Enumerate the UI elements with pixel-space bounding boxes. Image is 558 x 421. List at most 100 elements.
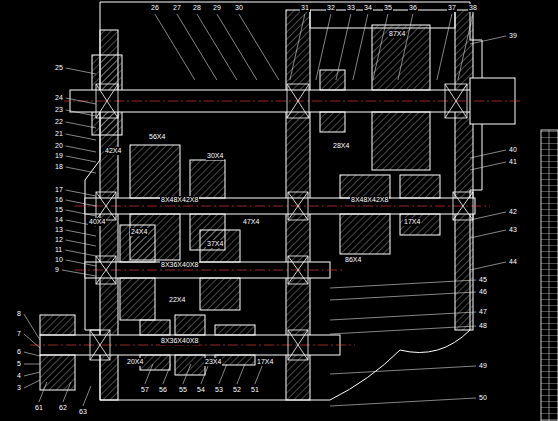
leader-line — [470, 162, 506, 170]
callout-number: 25 — [54, 64, 64, 72]
callout-number: 54 — [196, 386, 206, 394]
leader-line — [237, 364, 245, 384]
leader-line — [437, 14, 452, 80]
callout-number: 37 — [447, 4, 457, 12]
gear-label: 20X4 — [126, 358, 144, 366]
gear-label: 8X48X42X8 — [160, 196, 199, 204]
leader-line — [24, 372, 40, 376]
callout-number: 29 — [212, 4, 222, 12]
callout-number: 46 — [478, 288, 488, 296]
callout-number: 44 — [508, 258, 518, 266]
shafts — [40, 78, 515, 355]
callout-number: 27 — [172, 4, 182, 12]
gear-label: 17X4 — [256, 358, 274, 366]
callout-number: 17 — [54, 186, 64, 194]
leader-line — [24, 364, 40, 365]
gear-label: 87X4 — [388, 30, 406, 38]
leader-line — [39, 382, 47, 402]
gear-label: 30X4 — [206, 152, 224, 160]
callout-number: 21 — [54, 130, 64, 138]
leader-line — [239, 14, 279, 80]
gear-label: 8X36X40X8 — [160, 261, 199, 269]
callout-number: 6 — [16, 348, 22, 356]
leader-line — [155, 14, 195, 80]
leader-line — [66, 260, 96, 266]
leader-line — [219, 364, 227, 384]
callout-number: 28 — [192, 4, 202, 12]
leader-line — [83, 386, 91, 406]
leader-line — [373, 14, 388, 80]
callout-number: 53 — [214, 386, 224, 394]
leader-line — [330, 366, 476, 374]
callout-number: 52 — [232, 386, 242, 394]
callout-number: 33 — [346, 4, 356, 12]
leader-line — [66, 110, 96, 116]
gear-label: 86X4 — [344, 256, 362, 264]
leader-line — [197, 14, 237, 80]
gears — [40, 25, 440, 390]
leader-line — [183, 364, 191, 384]
callout-number: 26 — [150, 4, 160, 12]
callout-number: 55 — [178, 386, 188, 394]
callout-number: 22 — [54, 118, 64, 126]
callout-number: 40 — [508, 146, 518, 154]
callout-number: 36 — [408, 4, 418, 12]
callout-number: 49 — [478, 362, 488, 370]
center-lines — [30, 101, 520, 345]
callout-number: 63 — [78, 408, 88, 416]
callout-number: 23 — [54, 106, 64, 114]
callout-number: 7 — [16, 330, 22, 338]
callout-number: 41 — [508, 158, 518, 166]
leader-line — [330, 280, 476, 288]
callout-number: 19 — [54, 152, 64, 160]
leader-line — [336, 14, 351, 80]
callout-number: 15 — [54, 206, 64, 214]
callout-number: 45 — [478, 276, 488, 284]
callout-number: 30 — [234, 4, 244, 12]
callout-number: 57 — [140, 386, 150, 394]
callout-number: 5 — [16, 360, 22, 368]
leader-line — [66, 134, 96, 140]
leader-line — [255, 364, 263, 384]
leader-line — [66, 98, 96, 104]
leader-line — [24, 334, 40, 348]
leader-line — [24, 380, 40, 388]
leader-line — [217, 14, 257, 80]
callout-number: 51 — [250, 386, 260, 394]
leader-line — [163, 364, 171, 384]
leader-line — [398, 14, 413, 80]
callout-number: 31 — [300, 4, 310, 12]
leader-lines — [24, 14, 506, 406]
gear-label: 8X48X42X8 — [350, 196, 389, 204]
gear-label: 47X4 — [242, 218, 260, 226]
gear-label: 40X4 — [88, 218, 106, 226]
callout-number: 8 — [16, 310, 22, 318]
leader-line — [24, 352, 40, 356]
leader-line — [470, 36, 506, 44]
gear-label: 8X36X40X8 — [160, 337, 199, 345]
callout-number: 32 — [326, 4, 336, 12]
leader-line — [458, 14, 473, 80]
callout-number: 34 — [363, 4, 373, 12]
leader-line — [330, 292, 476, 300]
leader-line — [66, 240, 96, 246]
callout-number: 16 — [54, 196, 64, 204]
callout-number: 35 — [383, 4, 393, 12]
gear-label: 17X4 — [403, 218, 421, 226]
callout-number: 10 — [54, 256, 64, 264]
leader-line — [290, 14, 305, 80]
callout-number: 56 — [158, 386, 168, 394]
leader-line — [66, 230, 96, 236]
leader-line — [66, 122, 96, 128]
callout-number: 62 — [58, 404, 68, 412]
gear-label: 37X4 — [206, 240, 224, 248]
callout-number: 20 — [54, 142, 64, 150]
gear-label: 23X4 — [204, 358, 222, 366]
bearings — [90, 84, 473, 360]
leader-line — [145, 364, 153, 384]
callout-number: 4 — [16, 372, 22, 380]
leader-line — [201, 364, 209, 384]
callout-number: 47 — [478, 308, 488, 316]
